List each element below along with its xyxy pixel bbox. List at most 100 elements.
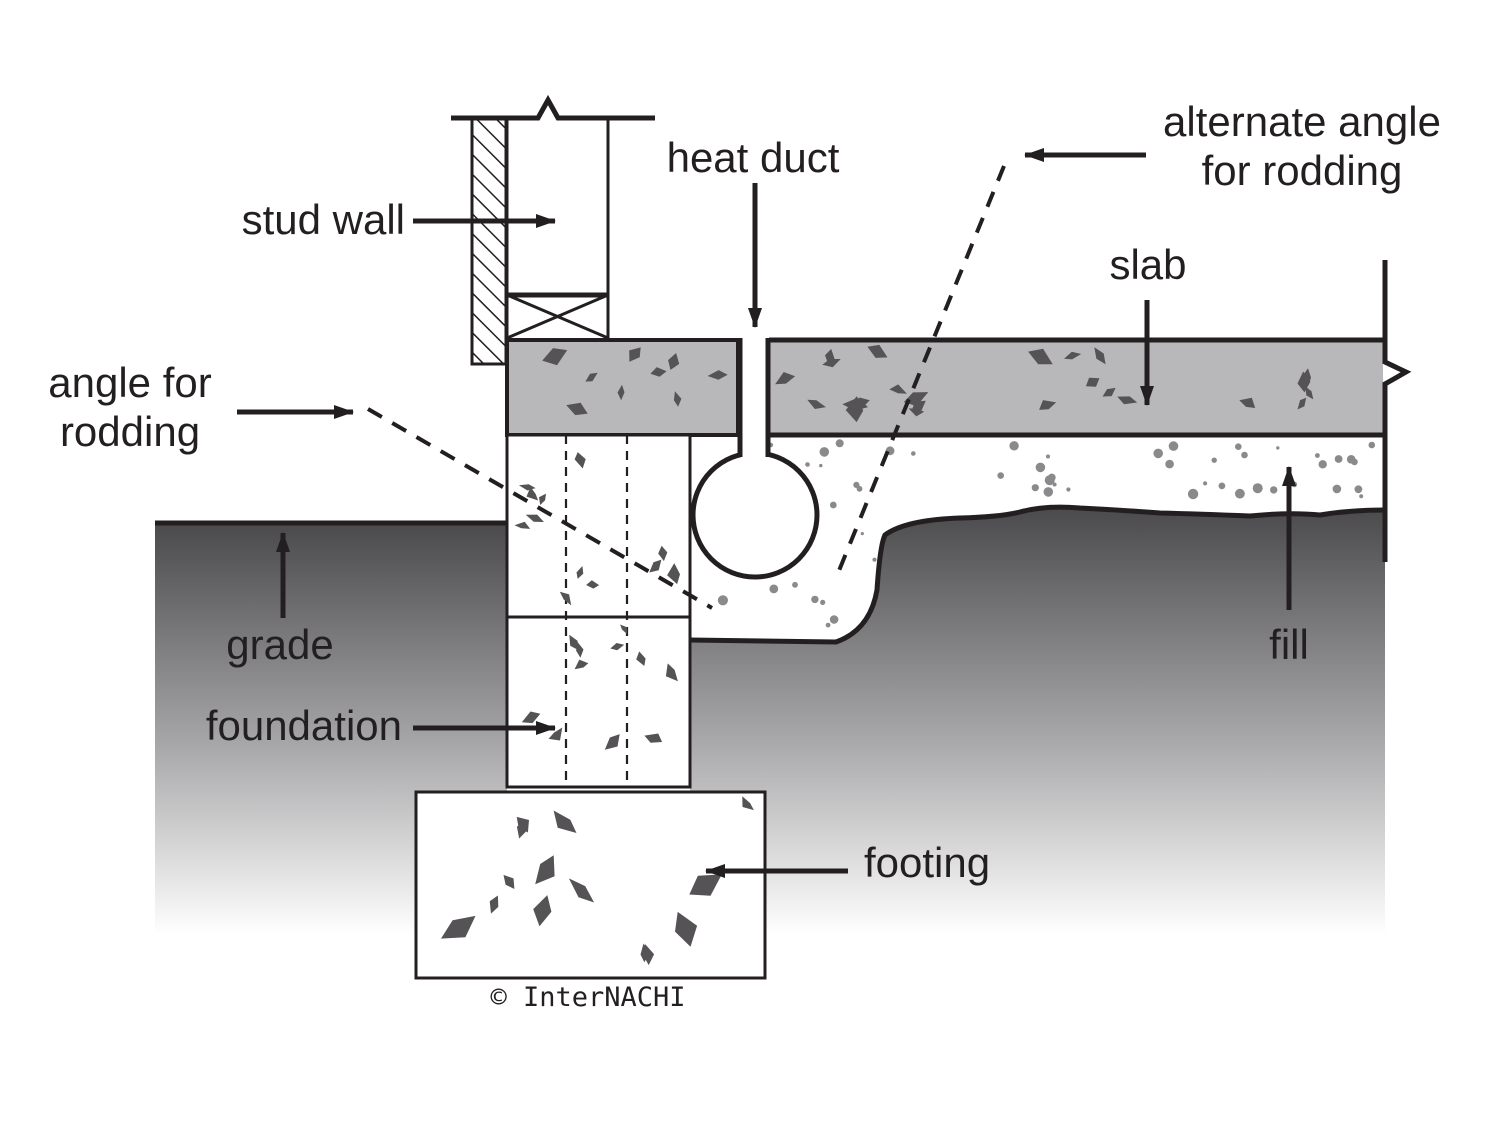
slab-aggregate	[1297, 397, 1307, 410]
foundation	[505, 433, 692, 789]
stud-wall	[451, 94, 655, 366]
fill-particle	[872, 557, 877, 562]
foundation-aggregate	[610, 643, 625, 651]
footing-aggregate	[553, 810, 577, 833]
fill-particle	[853, 481, 860, 488]
fill-particle	[860, 532, 864, 536]
fill-particle	[769, 584, 779, 594]
slab-break-line	[1382, 260, 1412, 562]
fill-particle	[1031, 484, 1039, 492]
fill-particle	[1318, 460, 1327, 469]
slab-aggregate	[566, 402, 588, 416]
slab-aggregate	[668, 353, 680, 370]
footing-label: footing	[864, 839, 990, 886]
slab-aggregate	[1239, 397, 1256, 408]
foundation-aggregate	[620, 624, 628, 635]
fill-particle	[1211, 457, 1217, 463]
rodding-angle-line	[366, 407, 714, 610]
fill-particle	[820, 599, 826, 606]
footing-aggregate	[742, 796, 754, 811]
fill-particle	[1168, 441, 1179, 451]
foundation-aggregate	[574, 659, 589, 670]
fill-particle	[1252, 483, 1263, 494]
fill-particle	[1052, 482, 1057, 487]
slab-aggregate	[889, 384, 907, 394]
foundation-aggregate	[665, 663, 678, 682]
footing-aggregate	[489, 895, 499, 914]
fill-particle	[1359, 494, 1364, 499]
footing-aggregate	[675, 911, 698, 947]
footing-aggregate	[533, 895, 552, 927]
slab	[505, 337, 1383, 438]
alternate-angle-label-line2: for rodding	[1202, 147, 1403, 194]
slab-aggregate	[1297, 371, 1311, 393]
footing	[414, 790, 767, 980]
slab-aggregate	[1085, 377, 1100, 387]
fill-particle	[1235, 488, 1245, 499]
slab-label: slab	[1109, 241, 1186, 288]
slab-aggregate	[1039, 400, 1057, 410]
fill-particle	[825, 622, 831, 628]
fill-particle	[819, 447, 830, 457]
fill-particle	[805, 462, 810, 467]
footing-aggregate	[689, 874, 722, 896]
foundation-aggregate	[644, 733, 663, 743]
fill-particle	[829, 501, 837, 509]
slab-aggregate	[585, 372, 598, 382]
slab-aggregate	[629, 347, 641, 362]
foundation-aggregate	[649, 559, 662, 573]
fill-particle	[1270, 486, 1278, 494]
fill-particle	[1334, 455, 1343, 463]
angle-label-line1: angle for	[48, 359, 211, 406]
slab-aggregate	[1094, 347, 1106, 365]
slab-aggregate	[903, 392, 929, 407]
footing-aggregate	[535, 855, 555, 885]
foundation-aggregate	[604, 734, 620, 750]
fill-particle	[1332, 484, 1342, 494]
copyright-notice: © InterNACHI	[490, 982, 685, 1013]
slab-aggregate	[1102, 387, 1116, 397]
fill-particle	[792, 581, 798, 588]
foundation-aggregate	[569, 634, 580, 651]
slab-aggregate	[867, 344, 888, 358]
foundation-label: foundation	[206, 702, 402, 749]
alternate-rodding-angle-line	[834, 165, 1006, 579]
foundation-aggregate	[525, 514, 544, 522]
fill-particle	[1044, 475, 1055, 486]
footing-aggregate	[503, 874, 515, 889]
alternate-angle-label-line1: alternate angle	[1163, 98, 1441, 145]
slab-aggregate	[1064, 351, 1082, 360]
slab-aggregate	[775, 372, 796, 385]
foundation-aggregate	[526, 486, 539, 501]
footing-aggregate	[642, 944, 655, 966]
fill-particle	[1218, 482, 1226, 490]
angle-label-line2: rodding	[60, 408, 200, 455]
fill-label: fill	[1269, 621, 1309, 668]
foundation-aggregate	[521, 711, 541, 724]
slab-aggregate	[1305, 386, 1314, 400]
foundation-aggregate	[667, 563, 680, 585]
fill-particle	[1276, 446, 1280, 450]
foundation-aggregate	[576, 566, 584, 579]
foundation-aggregate	[586, 580, 600, 589]
slab-aggregate	[807, 399, 826, 409]
label-arrows	[237, 148, 1296, 878]
fill-particle	[1043, 487, 1054, 497]
fill-particle	[1315, 453, 1320, 458]
fill-particle	[1291, 481, 1298, 488]
slab-aggregate	[673, 391, 682, 407]
fill-particle	[1351, 458, 1358, 466]
slab-aggregate	[707, 370, 728, 380]
slab-aggregate	[1117, 396, 1138, 405]
fill-particle	[1046, 454, 1050, 459]
foundation-aggregate	[658, 545, 668, 562]
slab-aggregate	[1028, 348, 1053, 365]
slab-aggregate	[822, 359, 841, 368]
slab-aggregate	[1301, 368, 1311, 386]
footing-aggregate	[568, 878, 595, 903]
foundation-aggregate	[574, 452, 586, 469]
footing-aggregate	[441, 915, 476, 939]
foundation-aggregate	[514, 521, 531, 529]
fill-particle	[1009, 441, 1019, 451]
